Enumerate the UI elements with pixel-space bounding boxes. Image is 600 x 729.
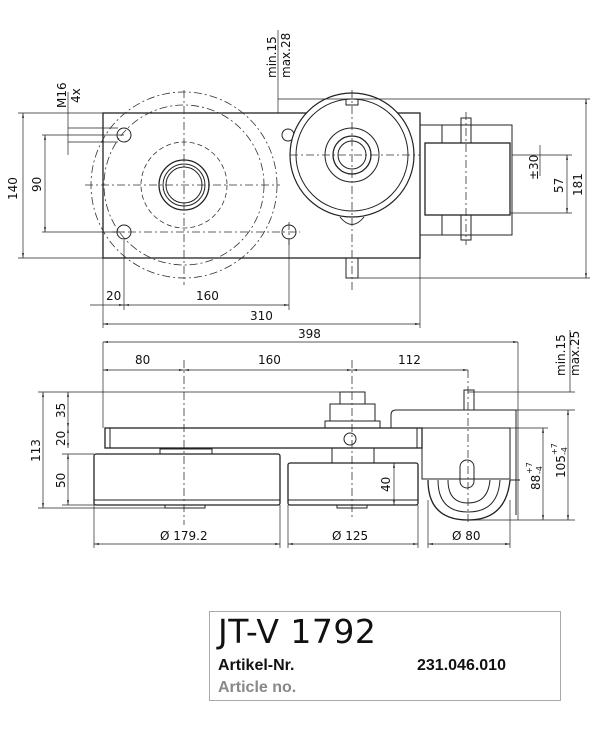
dim-105-value: 105 [554, 455, 568, 478]
caster-fork-top [419, 112, 513, 245]
model-name: JT-V 1792 [218, 612, 377, 651]
article-label-en: Article no. [218, 679, 297, 696]
dim-pm30: ±30 [527, 155, 541, 180]
large-roller-side [93, 453, 281, 506]
dim-50: 50 [54, 473, 68, 488]
dim-113: 113 [29, 439, 43, 462]
top-view-dimensions [18, 30, 590, 328]
guide-roller-side [287, 462, 419, 506]
dim-80: 80 [135, 353, 150, 367]
dim-112: 112 [398, 353, 421, 367]
qty-4x: 4x [69, 88, 83, 103]
dim-88: 88 +7 -4 [525, 462, 544, 490]
front-view: 398 80 160 112 [29, 327, 582, 548]
dim-40: 40 [379, 477, 393, 492]
dim-20: 20 [106, 289, 121, 303]
dia-80: Ø 80 [452, 529, 481, 543]
title-block: JT-V 1792 Artikel-Nr. Article no. 231.04… [209, 611, 561, 701]
top-view: 140 90 M16 4x min.15 max.28 ±30 57 181 2… [6, 30, 590, 328]
mounting-holes [112, 127, 300, 245]
dim-181: 181 [571, 173, 585, 196]
dim-140: 140 [6, 177, 20, 200]
dim-160-front: 160 [258, 353, 281, 367]
dim-35: 35 [54, 403, 68, 418]
dim-105: 105 +7 -4 [550, 443, 569, 478]
large-roller-outline [85, 90, 280, 285]
dim-105-tol-upper: +7 [550, 443, 559, 455]
dim-90: 90 [30, 177, 44, 192]
dim-398: 398 [298, 327, 321, 341]
dim-160-top: 160 [196, 289, 219, 303]
guide-roller-outline [289, 90, 420, 290]
dim-20-front: 20 [54, 431, 68, 446]
hex-nut [324, 391, 381, 446]
dim-310: 310 [250, 309, 273, 323]
dim-105-tol-lower: -4 [560, 447, 569, 455]
min-15-front: min.15 [554, 334, 568, 376]
max-25: max.25 [568, 331, 582, 376]
front-plate [104, 427, 423, 449]
dia-125: Ø 125 [332, 529, 368, 543]
article-number: 231.046.010 [417, 657, 506, 674]
min-15: min.15 [265, 36, 279, 78]
dim-88-tol-upper: +7 [525, 462, 534, 474]
dia-179: Ø 179.2 [160, 529, 208, 543]
dim-57: 57 [552, 178, 566, 193]
thread-m16: M16 [55, 82, 69, 108]
article-label-de: Artikel-Nr. [218, 657, 295, 674]
max-28: max.28 [279, 33, 293, 78]
dim-88-tol-lower: -4 [535, 466, 544, 474]
dim-88-value: 88 [529, 475, 543, 490]
